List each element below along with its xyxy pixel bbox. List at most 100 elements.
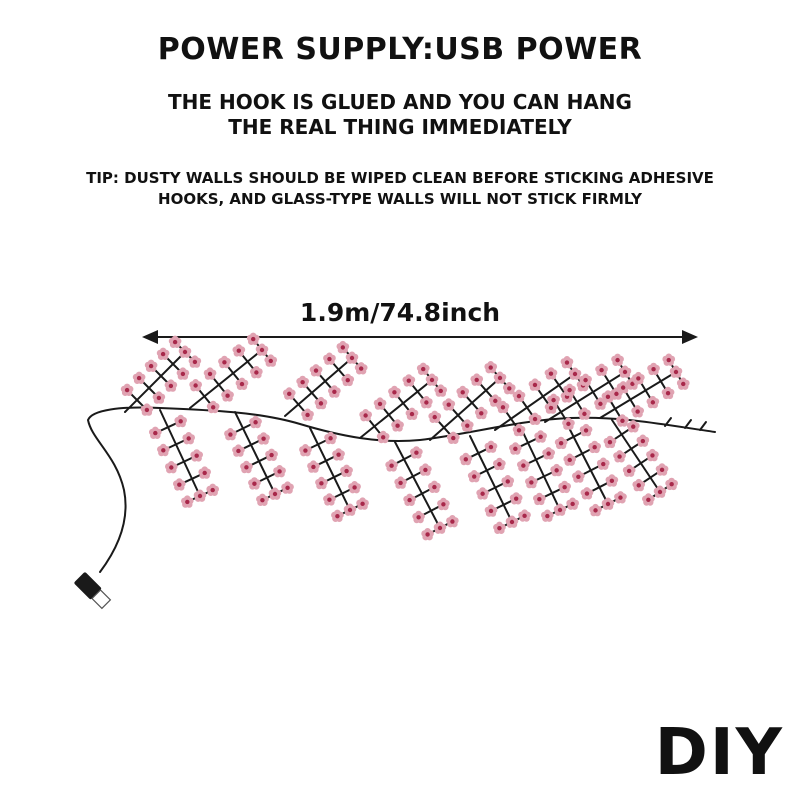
blossom-icon [655, 463, 669, 476]
blossom-icon [343, 503, 357, 516]
blossom-icon [315, 476, 328, 490]
blossom-icon [140, 403, 154, 416]
blossom-icon [388, 385, 401, 399]
blossom-icon [459, 452, 473, 466]
blossom-icon [249, 415, 262, 429]
blossom-icon [493, 521, 506, 534]
blossom-icon [434, 384, 448, 397]
blossom-icon [568, 367, 582, 380]
blossom-icon [428, 480, 441, 494]
blossom-icon [428, 410, 442, 424]
blossom-icon [235, 377, 249, 391]
blossom-icon [273, 465, 286, 478]
blossom-icon [614, 491, 627, 504]
blossom-icon [669, 365, 683, 378]
blossom-icon [391, 419, 404, 432]
blossom-icon [542, 447, 555, 460]
twig [611, 419, 661, 493]
blossom-icon [642, 493, 655, 506]
blossom-icon [566, 497, 579, 510]
blossom-icon [579, 373, 592, 387]
blossom-icon [512, 423, 526, 437]
twig [544, 371, 626, 423]
blossom-icon [560, 356, 574, 369]
blossom-icon [632, 371, 645, 385]
blossom-icon [425, 373, 439, 386]
blossom-icon [533, 492, 546, 506]
blossom-icon [348, 481, 361, 494]
diy-badge: DIY [654, 716, 784, 790]
blossom-icon [558, 480, 571, 494]
twig [159, 409, 201, 497]
blossom-icon [437, 497, 450, 511]
blossom-icon [460, 419, 474, 432]
blossom-icon [309, 364, 323, 377]
blossom-icon [281, 481, 294, 494]
blossom-icon [496, 400, 510, 414]
twig [664, 417, 672, 427]
blossom-icon [354, 362, 368, 375]
subheading-line-1: THE HOOK IS GLUED AND YOU CAN HANG [168, 90, 632, 114]
subheading-line-2: THE REAL THING IMMEDIATELY [228, 115, 572, 139]
blossom-icon [152, 391, 166, 404]
blossom-icon [314, 396, 328, 410]
blossom-icon [618, 365, 632, 378]
blossom-icon [256, 493, 269, 507]
blossom-icon [376, 430, 390, 444]
blossom-icon [206, 483, 219, 497]
blossom-icon [182, 432, 195, 445]
blossom-icon [442, 398, 456, 411]
blossom-icon [412, 510, 425, 524]
blossom-icon [601, 390, 615, 403]
blossom-icon [189, 379, 202, 392]
blossom-icon [250, 366, 263, 379]
twig [359, 379, 433, 439]
twig [519, 425, 561, 511]
blossom-icon [257, 432, 270, 445]
blossom-icon [416, 362, 430, 376]
blossom-icon [528, 378, 542, 391]
blossom-icon [265, 448, 278, 462]
twig [284, 357, 353, 417]
twig [394, 441, 441, 529]
blossom-icon [402, 374, 416, 387]
blossom-icon [307, 460, 320, 473]
blossom-icon [132, 371, 146, 385]
blossom-icon [356, 497, 369, 510]
blossom-icon [373, 397, 387, 410]
blossom-icon [534, 430, 547, 443]
blossom-icon [580, 487, 594, 500]
blossom-icon [323, 352, 336, 365]
blossom-icon [647, 362, 660, 376]
blossom-icon [255, 343, 269, 356]
blossoms [120, 332, 690, 541]
blossom-icon [631, 405, 644, 418]
blossom-icon [246, 332, 260, 346]
blossom-icon [403, 493, 416, 507]
tip-line-2: HOOKS, AND GLASS-TYPE WALLS WILL NOT STI… [158, 190, 642, 208]
blossom-icon [336, 340, 350, 354]
blossom-icon [646, 448, 659, 462]
blossom-icon [474, 406, 488, 420]
blossom-icon [345, 351, 359, 364]
blossom-icon [224, 428, 237, 441]
blossom-icon [512, 389, 526, 403]
subheading: THE HOOK IS GLUED AND YOU CAN HANG THE R… [0, 90, 800, 140]
blossom-icon [541, 509, 554, 522]
blossom-icon [446, 515, 459, 528]
blossom-icon [613, 450, 626, 463]
blossom-icon [120, 383, 134, 397]
blossom-icon [173, 478, 186, 491]
blossom-icon [410, 446, 423, 459]
blossom-icon [622, 464, 636, 477]
blossom-icon [632, 478, 646, 492]
blossom-icon [476, 487, 490, 500]
blossom-icon [385, 459, 398, 472]
blossom-icon [149, 426, 162, 440]
blossom-icon [595, 363, 608, 377]
blossom-icon [601, 497, 615, 510]
blossom-icon [232, 444, 245, 457]
blossom-icon [493, 371, 507, 384]
blossom-icon [206, 400, 220, 414]
blossom-icon [676, 377, 690, 390]
